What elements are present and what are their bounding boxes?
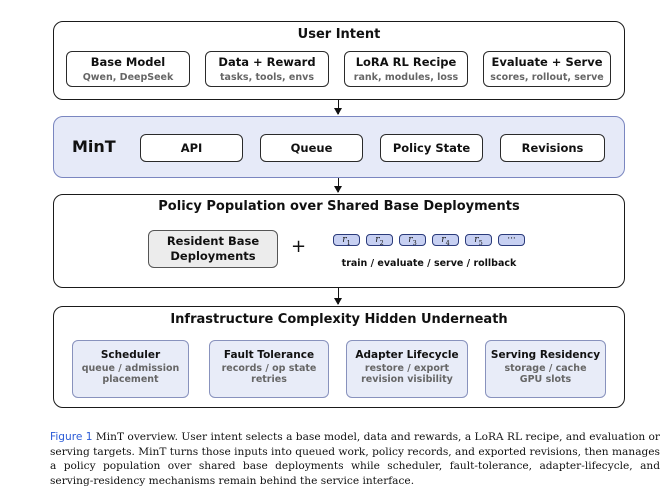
mint-queue-label: Queue [290,141,333,155]
data-reward-label: Data + Reward [218,55,316,69]
mint-api-label: API [180,141,203,155]
fault-tolerance-box: Fault Tolerance records / op state retri… [209,340,329,398]
serving-residency-label: Serving Residency [490,349,601,361]
revision-index: 4 [445,238,450,247]
revision-pill: r3 [399,234,426,247]
mint-title: MinT [72,137,116,156]
revision-pill: r5 [465,234,492,247]
evaluate-serve-sub: scores, rollout, serve [490,72,604,83]
caption-text: MinT overview. User intent selects a bas… [50,431,660,487]
policy-population-panel: Policy Population over Shared Base Deplo… [53,194,625,288]
fault-tolerance-label: Fault Tolerance [223,349,315,361]
mint-panel: MinT API Queue Policy State Revisions [53,116,625,178]
figure-label: Figure 1 [50,431,93,443]
base-model-label: Base Model [90,55,166,69]
revision-index: 1 [346,238,351,247]
revision-ellipsis-pill: ··· [498,234,525,246]
serving-residency-box: Serving Residency storage / cache GPU sl… [485,340,606,398]
revision-index: 2 [379,238,384,247]
base-model-box: Base Model Qwen, DeepSeek [66,51,190,87]
plus-sign: + [291,236,307,257]
base-model-sub: Qwen, DeepSeek [82,72,174,83]
lora-recipe-sub: rank, modules, loss [353,72,459,83]
resident-base-line2: Deployments [170,249,256,263]
revision-symbol: r [474,235,479,245]
revision-pill: r4 [432,234,459,247]
policy-actions-text: train / evaluate / serve / rollback [341,258,517,269]
lora-recipe-label: LoRA RL Recipe [355,55,457,69]
revision-symbol: r [375,235,380,245]
evaluate-serve-label: Evaluate + Serve [491,55,603,69]
adapter-lifecycle-line1: restore / export [364,363,450,374]
resident-base-box: Resident Base Deployments [148,230,278,268]
revision-index: 3 [412,238,417,247]
scheduler-line2: placement [102,374,159,385]
revision-pill: r1 [333,234,360,247]
mint-revisions-box: Revisions [500,134,605,162]
mint-policy-state-box: Policy State [380,134,483,162]
user-intent-title: User Intent [297,27,381,42]
fault-tolerance-line1: records / op state [221,363,317,374]
mint-queue-box: Queue [260,134,363,162]
figure-caption: Figure 1 MinT overview. User intent sele… [50,430,660,488]
adapter-lifecycle-line2: revision visibility [361,374,453,385]
lora-recipe-box: LoRA RL Recipe rank, modules, loss [344,51,468,87]
mint-api-box: API [140,134,243,162]
policy-population-title: Policy Population over Shared Base Deplo… [158,199,520,214]
scheduler-box: Scheduler queue / admission placement [72,340,189,398]
revision-ellipsis: ··· [507,234,516,244]
data-reward-sub: tasks, tools, envs [220,72,314,83]
scheduler-label: Scheduler [100,349,161,361]
revision-symbol: r [408,235,413,245]
scheduler-line1: queue / admission [81,363,180,374]
resident-base-line1: Resident Base [166,234,260,248]
mint-policy-state-label: Policy State [392,141,471,155]
adapter-lifecycle-label: Adapter Lifecycle [355,349,459,361]
revision-pill: r2 [366,234,393,247]
revision-symbol: r [441,235,446,245]
serving-residency-line1: storage / cache [504,363,587,374]
mint-revisions-label: Revisions [521,141,584,155]
evaluate-serve-box: Evaluate + Serve scores, rollout, serve [483,51,611,87]
data-reward-box: Data + Reward tasks, tools, envs [205,51,329,87]
user-intent-panel: User Intent Base Model Qwen, DeepSeek Da… [53,21,625,100]
revision-symbol: r [342,235,347,245]
serving-residency-line2: GPU slots [519,374,572,385]
adapter-lifecycle-box: Adapter Lifecycle restore / export revis… [346,340,468,398]
revision-index: 5 [478,238,483,247]
infrastructure-title: Infrastructure Complexity Hidden Underne… [170,312,508,327]
arrow-policy-to-infra [334,288,342,305]
arrow-mint-to-policy [334,178,342,193]
fault-tolerance-line2: retries [251,374,287,385]
arrow-intent-to-mint [334,100,342,115]
